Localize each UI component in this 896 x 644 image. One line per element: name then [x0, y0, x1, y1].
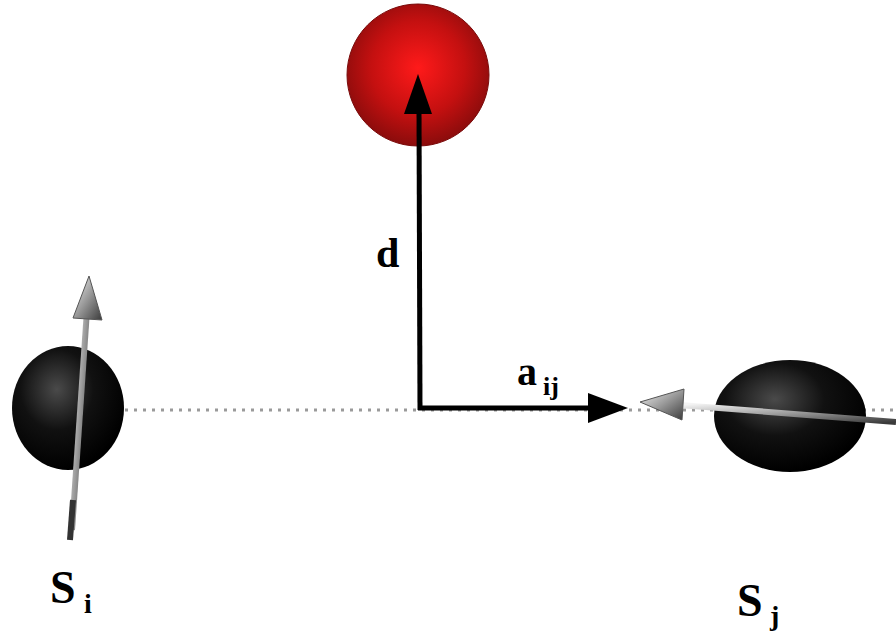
vector-label: a	[517, 352, 537, 392]
aij-vector	[418, 406, 592, 411]
subscript: j	[770, 602, 779, 630]
spin-rod	[70, 500, 73, 540]
d-vector	[419, 108, 420, 410]
spin-label: S	[737, 578, 763, 624]
spin-arrow-head	[73, 276, 102, 320]
spin-rod	[680, 405, 896, 422]
arrow-head	[404, 74, 432, 114]
arrow-head	[588, 393, 628, 423]
spin-label: S	[50, 565, 76, 611]
spin-sphere	[12, 346, 124, 470]
subscript: ij	[543, 374, 559, 400]
spin-rod	[72, 310, 87, 530]
vector-label: d	[376, 232, 399, 274]
spin-arrow-head	[640, 389, 684, 420]
subscript: i	[84, 590, 92, 618]
